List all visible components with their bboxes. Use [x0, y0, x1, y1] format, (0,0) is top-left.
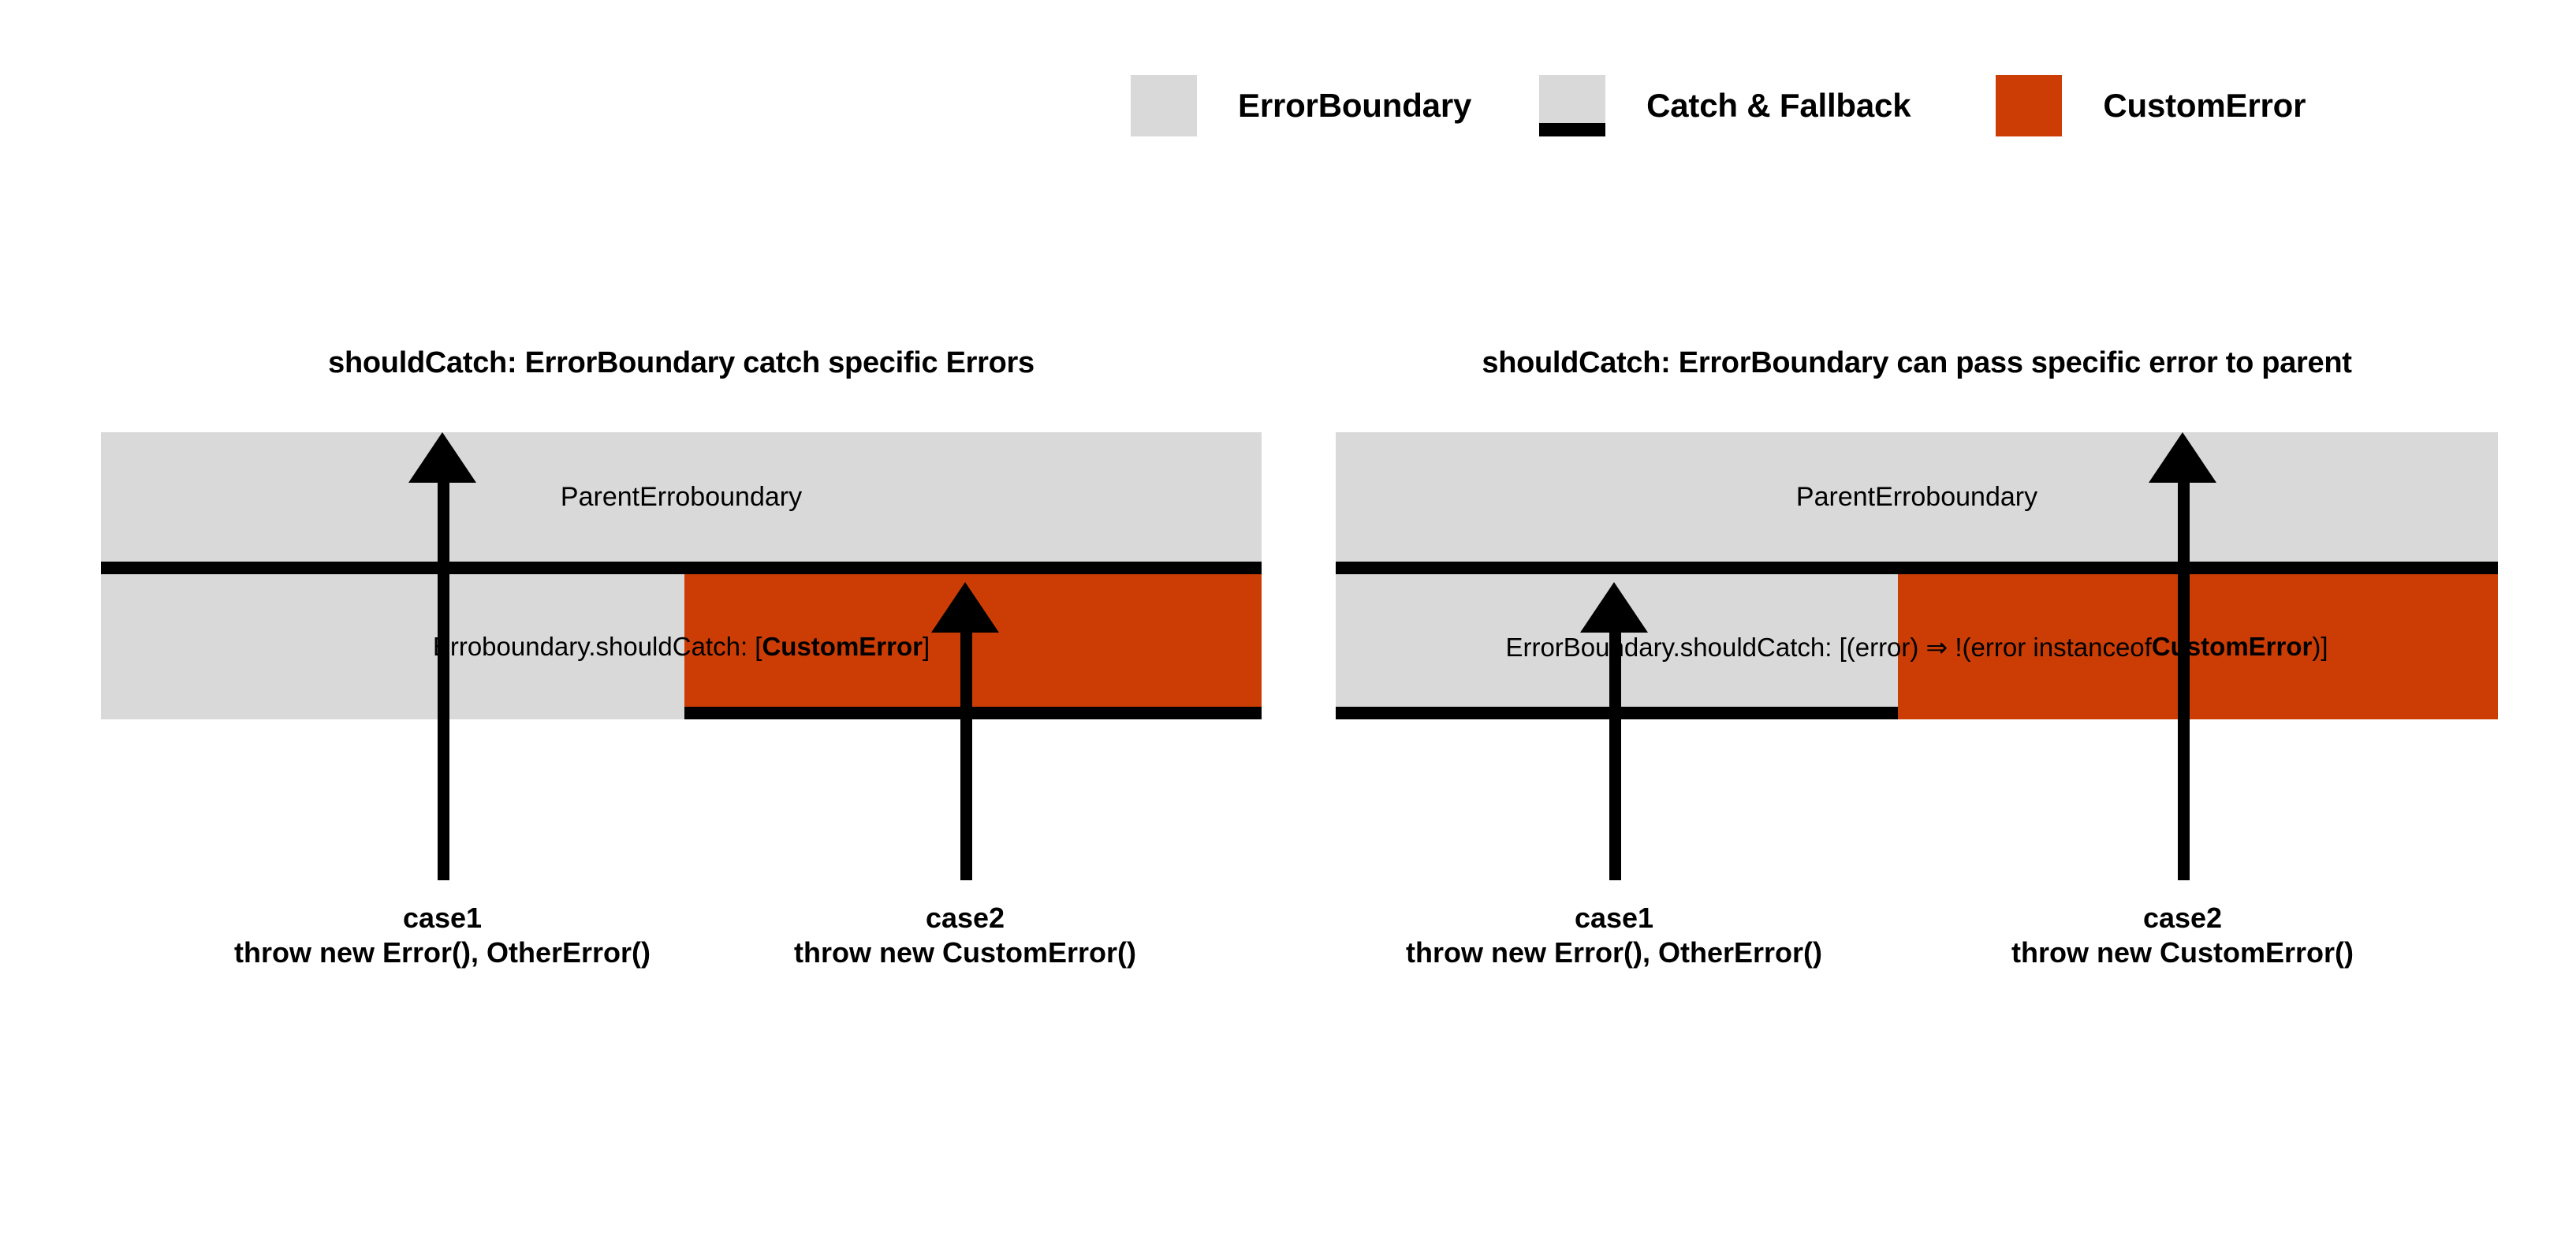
parent-errorboundary-box: ParentErroboundary [1336, 432, 2498, 574]
arrow-head-icon [1580, 582, 1648, 633]
arrow-shaft [2178, 476, 2190, 880]
parent-errorboundary-label: ParentErroboundary [1795, 481, 2038, 512]
case1-title: case1 [1574, 902, 1654, 934]
panel-right: shouldCatch: ErrorBoundary can pass spec… [1336, 339, 2498, 969]
case1-title: case1 [402, 902, 483, 934]
child-segment-orange [1898, 574, 2498, 719]
orange-swatch-icon [1996, 75, 2063, 136]
case2-label: case2 throw new CustomError() [2011, 901, 2354, 970]
arrow-shaft [960, 626, 972, 880]
case1-subtitle: throw new Error(), OtherError() [1405, 935, 1823, 969]
arrow-head-icon [408, 432, 476, 483]
legend-label-catch-fallback: Catch & Fallback [1646, 87, 1911, 124]
arrow-head-icon [2149, 432, 2216, 483]
child-boundary-row: ErrorBoundary.shouldCatch: [(error) ⇒ !(… [1336, 574, 2498, 719]
case1-label: case1 throw new Error(), OtherError() [234, 901, 651, 970]
panel-left: shouldCatch: ErrorBoundary catch specifi… [101, 339, 1262, 969]
legend-label-errorboundary: ErrorBoundary [1238, 87, 1472, 124]
legend-item-catch-fallback: Catch & Fallback [1539, 75, 1911, 136]
child-segment-gray [101, 574, 685, 719]
parent-errorboundary-box: ParentErroboundary [101, 432, 1262, 574]
fallback-swatch-icon [1539, 75, 1606, 136]
legend-item-customerror: CustomError [1996, 75, 2306, 136]
parent-errorboundary-label: ParentErroboundary [560, 481, 803, 512]
arrow-shaft [1609, 626, 1621, 880]
legend-item-errorboundary: ErrorBoundary [1131, 75, 1471, 136]
legend: ErrorBoundary Catch & Fallback CustomErr… [1131, 75, 2306, 136]
panel-left-title: shouldCatch: ErrorBoundary catch specifi… [328, 346, 1035, 379]
gray-swatch-icon [1131, 75, 1197, 136]
case2-label: case2 throw new CustomError() [794, 901, 1136, 970]
panel-right-diagram: ParentErroboundary ErrorBoundary.shouldC… [1336, 432, 2498, 969]
arrow-shaft [438, 476, 449, 880]
panel-right-title: shouldCatch: ErrorBoundary can pass spec… [1482, 346, 2352, 379]
child-boundary-row: Erroboundary.shouldCatch: [CustomError] [101, 574, 1262, 719]
case2-subtitle: throw new CustomError() [2011, 935, 2354, 969]
arrow-head-icon [931, 582, 999, 633]
case2-title: case2 [925, 902, 1005, 934]
legend-label-customerror: CustomError [2103, 87, 2306, 124]
case1-subtitle: throw new Error(), OtherError() [233, 935, 651, 969]
case2-subtitle: throw new CustomError() [793, 935, 1137, 969]
case1-label: case1 throw new Error(), OtherError() [1406, 901, 1822, 970]
case2-title: case2 [2142, 902, 2223, 934]
panel-left-diagram: ParentErroboundary Erroboundary.shouldCa… [101, 432, 1262, 969]
